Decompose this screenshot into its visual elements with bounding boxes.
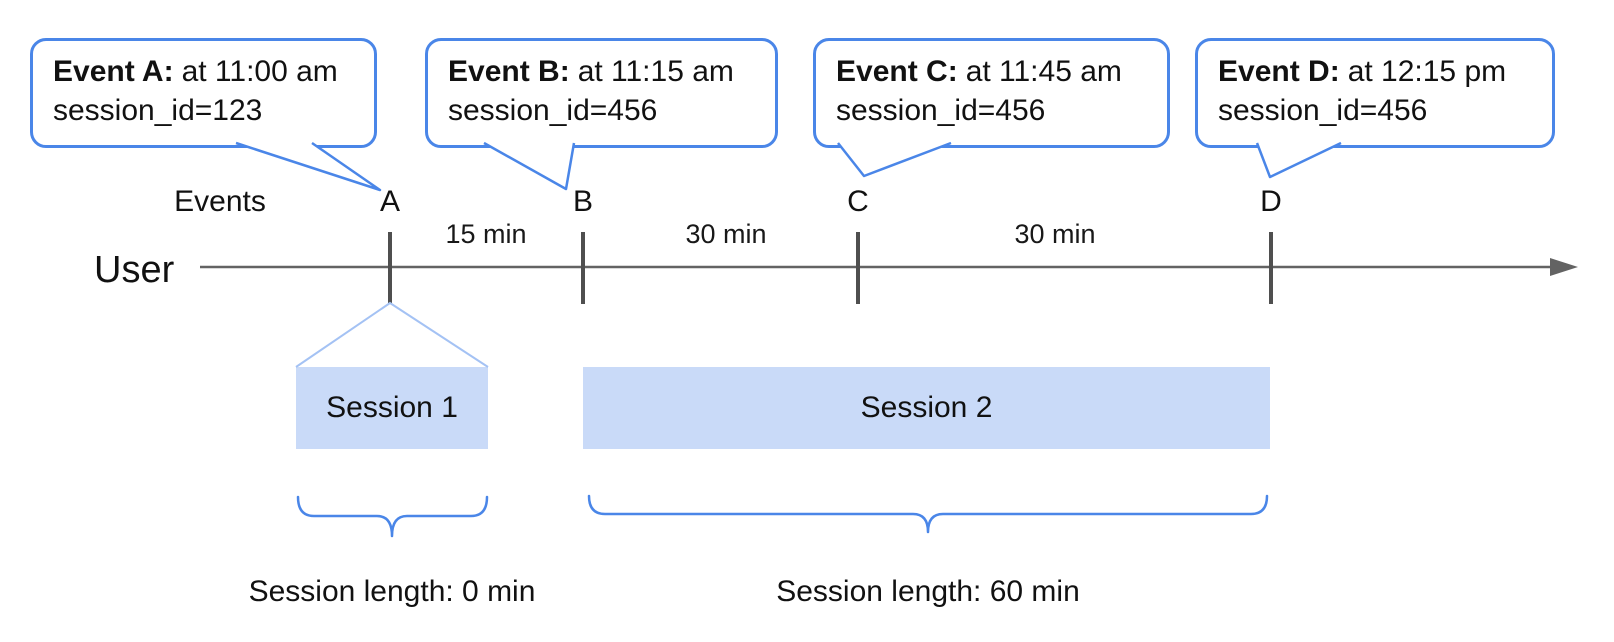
- event-a-time: at 11:00 am: [181, 55, 338, 88]
- interval-label-b-c: 30 min: [685, 219, 767, 249]
- event-a-bubble-tail: [235, 141, 382, 192]
- event-d-bubble-tail: [1255, 141, 1342, 179]
- event-d-line1: Event D:at 12:15 pm: [1218, 52, 1532, 91]
- event-c-time: at 11:45 am: [965, 55, 1122, 88]
- event-a-session-id: session_id=123: [53, 94, 263, 127]
- event-mark-a: A: [379, 185, 400, 218]
- session-2-length-label: Session length: 60 min: [776, 575, 1080, 608]
- session-2-label: Session 2: [860, 391, 993, 424]
- session-1-length-label: Session length: 0 min: [248, 575, 536, 608]
- events-row-label: Events: [174, 185, 266, 218]
- event-d-time: at 12:15 pm: [1347, 55, 1507, 88]
- session-1-funnel-lines: [295, 301, 489, 368]
- event-mark-b: B: [572, 185, 593, 218]
- interval-label-a-b: 15 min: [445, 219, 527, 249]
- event-a-line1: Event A:at 11:00 am: [53, 52, 354, 91]
- user-row-label: User: [94, 249, 175, 291]
- event-b-bubble: Event B:at 11:15 am session_id=456: [425, 38, 778, 148]
- event-d-title: Event D:: [1218, 55, 1340, 88]
- event-c-title: Event C:: [836, 55, 958, 88]
- event-c-bubble: Event C:at 11:45 am session_id=456: [813, 38, 1170, 148]
- event-mark-d: D: [1260, 185, 1282, 218]
- session-2-box: Session 2: [583, 367, 1270, 449]
- session-1-brace: [296, 495, 489, 538]
- event-d-session-id: session_id=456: [1218, 94, 1428, 127]
- event-a-bubble: Event A:at 11:00 am session_id=123: [30, 38, 377, 148]
- event-c-line1: Event C:at 11:45 am: [836, 52, 1147, 91]
- timeline-arrowhead-icon: [1550, 258, 1578, 276]
- event-d-bubble: Event D:at 12:15 pm session_id=456: [1195, 38, 1555, 148]
- event-c-session-id: session_id=456: [836, 94, 1046, 127]
- event-b-line1: Event B:at 11:15 am: [448, 52, 755, 91]
- event-b-title: Event B:: [448, 55, 570, 88]
- interval-label-c-d: 30 min: [1014, 219, 1096, 249]
- session-1-box: Session 1: [296, 367, 488, 449]
- event-b-bubble-tail: [483, 141, 576, 191]
- session-1-label: Session 1: [326, 391, 458, 424]
- event-mark-c: C: [847, 185, 869, 218]
- event-b-session-id: session_id=456: [448, 94, 658, 127]
- session-2-brace: [587, 494, 1269, 534]
- event-b-time: at 11:15 am: [577, 55, 734, 88]
- event-a-title: Event A:: [53, 55, 174, 88]
